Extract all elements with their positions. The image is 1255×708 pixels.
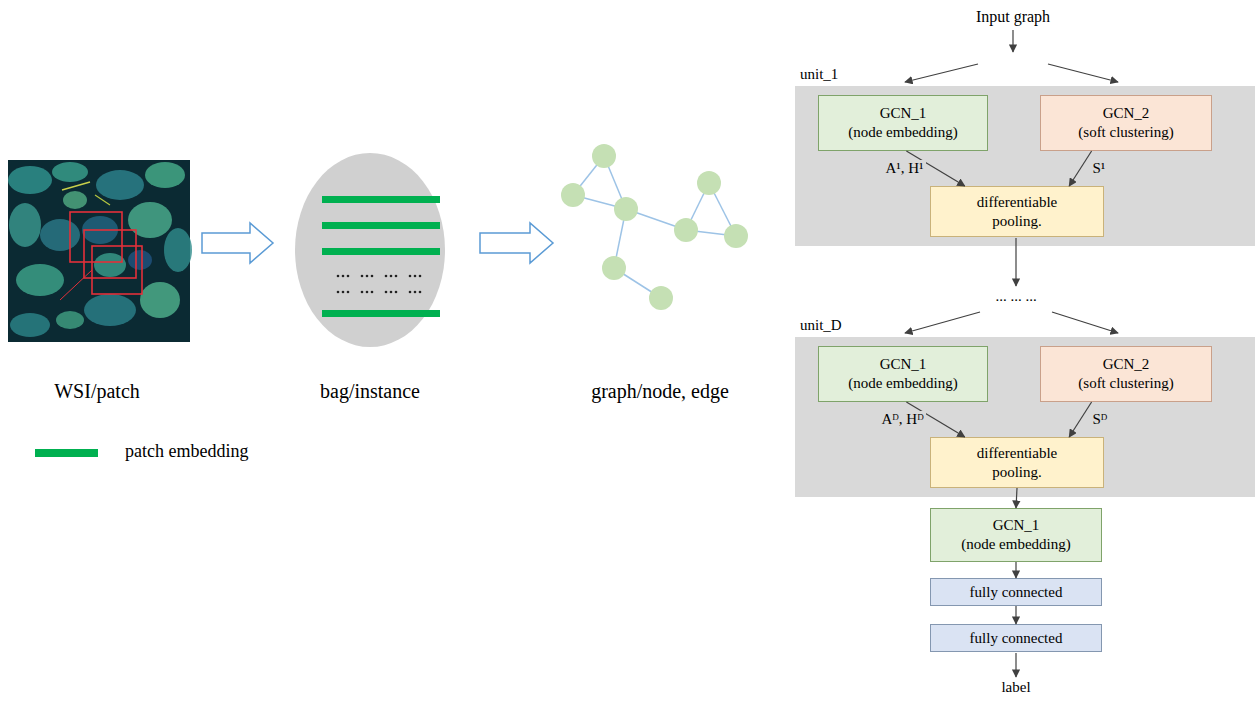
box-text: (node embedding): [961, 535, 1071, 554]
tissue-blob: [128, 202, 172, 238]
fully-connected-box: fully connected: [930, 624, 1102, 652]
instance-bar: [322, 222, 440, 229]
flow-arrow: [1048, 64, 1118, 82]
box-text: fully connected: [970, 583, 1063, 602]
unit-heading: unit_1: [800, 66, 838, 83]
tissue-blob: [96, 170, 144, 200]
tissue-blob: [128, 250, 152, 270]
bag-ellipse: [295, 153, 445, 347]
flow-arrow: [1015, 238, 1016, 286]
bag-shape: [295, 153, 445, 347]
tissue-blob: [9, 203, 41, 247]
box-text: GCN_2: [1103, 104, 1150, 123]
caption-label: bag/instance: [320, 380, 420, 403]
box-text: (node embedding): [848, 374, 958, 393]
edge-label: S¹: [1090, 160, 1107, 177]
edge-label: A¹, H¹: [883, 160, 925, 177]
connector: [1069, 151, 1091, 186]
unit-band: unit_DGCN_1(node embedding)GCN_2(soft cl…: [795, 337, 1255, 497]
flow-arrow: [905, 312, 980, 333]
connector: [1016, 488, 1017, 508]
caption-label: label: [1001, 679, 1030, 696]
patch-line: [60, 270, 92, 300]
instance-bar: [322, 248, 440, 255]
patch-box: [70, 212, 122, 262]
soft-clustering-box: GCN_2(soft clustering): [1040, 95, 1212, 151]
wsi-background: [8, 160, 190, 342]
tissue-blob: [164, 228, 192, 272]
tissue-blob: [10, 313, 50, 337]
patch-box: [92, 246, 142, 294]
soft-clustering-box: GCN_2(soft clustering): [1040, 346, 1212, 402]
node-embedding-box: GCN_1(node embedding): [818, 95, 988, 151]
hollow-arrow: [202, 223, 273, 263]
fibre-streak: [62, 182, 90, 190]
box-text: GCN_1: [880, 355, 927, 374]
connector: [1015, 606, 1016, 624]
legend-text: patch embedding: [125, 441, 248, 462]
box-text: GCN_1: [880, 104, 927, 123]
caption-label: ... ... ...: [995, 288, 1036, 305]
caption-label: graph/node, edge: [591, 380, 729, 403]
unit-band: unit_1GCN_1(node embedding)GCN_2(soft cl…: [795, 86, 1255, 246]
box-text: differentiable pooling.: [961, 193, 1073, 231]
flow-arrow: [1015, 653, 1016, 677]
edge-label: Sᴰ: [1090, 411, 1109, 428]
tissue-blob: [52, 162, 88, 182]
flow-arrow: [905, 64, 978, 82]
instance-bar: [322, 310, 440, 317]
pooling-box: differentiable pooling.: [930, 437, 1104, 488]
tissue-blob: [84, 294, 136, 326]
flow-arrow: [1012, 30, 1013, 52]
tissue-blob: [140, 282, 180, 318]
caption-label: WSI/patch: [54, 380, 140, 403]
box-text: (soft clustering): [1078, 374, 1173, 393]
instance-bar: [322, 196, 440, 203]
legend-swatch: [35, 449, 98, 457]
caption-label: Input graph: [976, 8, 1050, 26]
tissue-blob: [145, 162, 185, 188]
fully-connected-box: fully connected: [930, 578, 1102, 606]
tissue-blob: [8, 166, 52, 194]
tissue-blob: [63, 191, 87, 209]
pooling-box: differentiable pooling.: [930, 186, 1104, 237]
flow-arrow: [1052, 312, 1118, 333]
hollow-arrow: [480, 223, 553, 263]
fibre-streak: [95, 195, 110, 205]
box-text: (node embedding): [848, 123, 958, 142]
node-embedding-box: GCN_1(node embedding): [930, 508, 1102, 562]
connector: [1069, 402, 1091, 437]
ellipsis-dots: [337, 275, 422, 294]
tissue-blob: [16, 264, 64, 296]
tissue-blob: [94, 253, 126, 277]
box-text: GCN_2: [1103, 355, 1150, 374]
tissue-blob: [56, 311, 84, 329]
connector: [1015, 562, 1016, 578]
box-text: (soft clustering): [1078, 123, 1173, 142]
tissue-blob: [40, 219, 80, 251]
graph-illustration: [561, 144, 748, 310]
wsi-image: [8, 160, 192, 342]
box-text: differentiable pooling.: [961, 444, 1073, 482]
box-text: fully connected: [970, 629, 1063, 648]
box-text: GCN_1: [993, 516, 1040, 535]
unit-heading: unit_D: [800, 317, 842, 334]
edge-label: Aᴰ, Hᴰ: [880, 411, 926, 428]
node-embedding-box: GCN_1(node embedding): [818, 346, 988, 402]
